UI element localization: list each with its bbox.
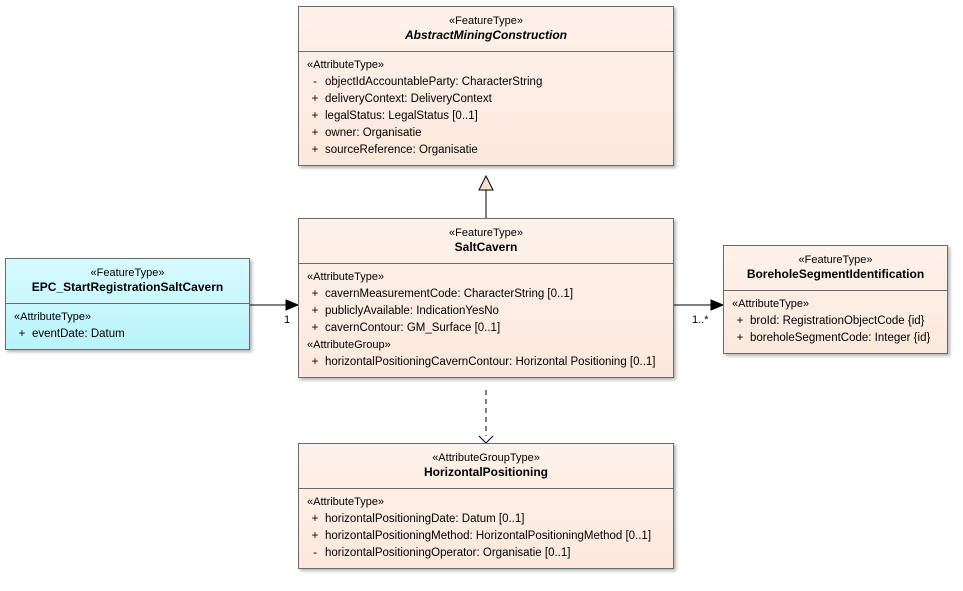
attribute-visibility: + [736, 332, 744, 344]
class-salt-cavern[interactable]: «FeatureType» SaltCavern «AttributeType»… [298, 218, 674, 378]
attribute-text: horizontalPositioningMethod: HorizontalP… [325, 530, 652, 542]
class-name: HorizontalPositioning [424, 465, 548, 479]
attribute-text: owner: Organisatie [325, 127, 422, 139]
attribute-text: horizontalPositioningDate: Datum [0..1] [325, 513, 525, 525]
compartment-label: «AttributeType» [307, 271, 385, 283]
compartment-label: «AttributeType» [307, 59, 385, 71]
attribute-row[interactable]: + eventDate: Datum [6, 326, 249, 343]
attribute-row[interactable]: + cavernContour: GM_Surface [0..1] [299, 320, 673, 337]
class-name: AbstractMiningConstruction [405, 28, 567, 42]
attribute-visibility: + [311, 127, 319, 139]
attribute-row[interactable]: + deliveryContext: DeliveryContext [299, 91, 673, 108]
attribute-visibility: + [311, 322, 319, 334]
class-stereotype: «FeatureType» [90, 267, 165, 279]
attribute-visibility: + [311, 110, 319, 122]
class-abstract-mining-construction[interactable]: «FeatureType» AbstractMiningConstruction… [298, 6, 674, 166]
attribute-text: horizontalPositioningCavernContour: Hori… [325, 356, 656, 368]
attribute-text: boreholeSegmentCode: Integer {id} [750, 332, 931, 344]
attribute-text: deliveryContext: DeliveryContext [325, 93, 492, 105]
compartment-label: «AttributeType» [732, 298, 810, 310]
attribute-row[interactable]: + horizontalPositioningMethod: Horizonta… [299, 528, 673, 545]
attribute-visibility: + [736, 315, 744, 327]
class-attributes: «AttributeType» + cavernMeasurementCode:… [299, 264, 673, 377]
attribute-row[interactable]: - horizontalPositioningOperator: Organis… [299, 545, 673, 562]
class-attributes: «AttributeType» + horizontalPositioningD… [299, 489, 673, 568]
class-name: SaltCavern [454, 240, 518, 254]
attribute-text: cavernMeasurementCode: CharacterString [… [325, 288, 574, 300]
class-stereotype: «FeatureType» [798, 254, 873, 266]
attribute-visibility: + [311, 288, 319, 300]
class-header: «FeatureType» BoreholeSegmentIdentificat… [724, 246, 947, 291]
class-header: «FeatureType» SaltCavern [299, 219, 673, 264]
attribute-row[interactable]: + horizontalPositioningDate: Datum [0..1… [299, 511, 673, 528]
attribute-visibility: + [311, 144, 319, 156]
class-epc-start-registration-salt-cavern[interactable]: «FeatureType» EPC_StartRegistrationSaltC… [5, 258, 250, 350]
compartment-label: «AttributeType» [307, 496, 385, 508]
class-attributes: «AttributeType» + eventDate: Datum [6, 304, 249, 349]
attribute-visibility: - [313, 547, 317, 559]
class-attributes: «AttributeType» + broId: RegistrationObj… [724, 291, 947, 353]
attribute-text: legalStatus: LegalStatus [0..1] [325, 110, 478, 122]
attribute-text: objectIdAccountableParty: CharacterStrin… [325, 76, 543, 88]
attribute-text: horizontalPositioningOperator: Organisat… [325, 547, 571, 559]
attribute-row[interactable]: - objectIdAccountableParty: CharacterStr… [299, 74, 673, 91]
attribute-row[interactable]: + cavernMeasurementCode: CharacterString… [299, 286, 673, 303]
attribute-visibility: + [311, 305, 319, 317]
class-name: EPC_StartRegistrationSaltCavern [31, 280, 224, 294]
multiplicity-label-epc-to-salt: 1 [284, 314, 291, 326]
attribute-row[interactable]: + sourceReference: Organisatie [299, 142, 673, 159]
class-horizontal-positioning[interactable]: «AttributeGroupType» HorizontalPositioni… [298, 443, 674, 569]
attribute-visibility: - [313, 76, 317, 88]
compartment-label: «AttributeType» [14, 311, 92, 323]
attribute-visibility: + [311, 93, 319, 105]
class-stereotype: «AttributeGroupType» [432, 452, 540, 464]
class-header: «FeatureType» EPC_StartRegistrationSaltC… [6, 259, 249, 304]
class-stereotype: «FeatureType» [449, 15, 523, 27]
attribute-text: cavernContour: GM_Surface [0..1] [325, 322, 501, 334]
attribute-visibility: + [311, 513, 319, 525]
class-header: «FeatureType» AbstractMiningConstruction [299, 7, 673, 52]
attribute-visibility: + [311, 356, 319, 368]
attribute-text: eventDate: Datum [32, 328, 125, 340]
attribute-row[interactable]: + boreholeSegmentCode: Integer {id} [724, 330, 947, 347]
attribute-row[interactable]: + owner: Organisatie [299, 125, 673, 142]
attribute-text: sourceReference: Organisatie [325, 144, 478, 156]
attribute-row[interactable]: + publiclyAvailable: IndicationYesNo [299, 303, 673, 320]
attribute-text: broId: RegistrationObjectCode {id} [750, 315, 925, 327]
attribute-visibility: + [311, 530, 319, 542]
attribute-text: publiclyAvailable: IndicationYesNo [325, 305, 499, 317]
class-stereotype: «FeatureType» [449, 227, 523, 239]
attribute-row[interactable]: + broId: RegistrationObjectCode {id} [724, 313, 947, 330]
class-name: BoreholeSegmentIdentification [746, 267, 925, 281]
class-attributes: «AttributeType» - objectIdAccountablePar… [299, 52, 673, 165]
multiplicity-label-salt-to-borehole: 1..* [692, 314, 709, 326]
attribute-row[interactable]: + horizontalPositioningCavernContour: Ho… [299, 354, 673, 371]
class-borehole-segment-identification[interactable]: «FeatureType» BoreholeSegmentIdentificat… [723, 245, 948, 354]
class-header: «AttributeGroupType» HorizontalPositioni… [299, 444, 673, 489]
compartment-label: «AttributeGroup» [307, 339, 391, 351]
attribute-row[interactable]: + legalStatus: LegalStatus [0..1] [299, 108, 673, 125]
attribute-visibility: + [18, 328, 26, 340]
